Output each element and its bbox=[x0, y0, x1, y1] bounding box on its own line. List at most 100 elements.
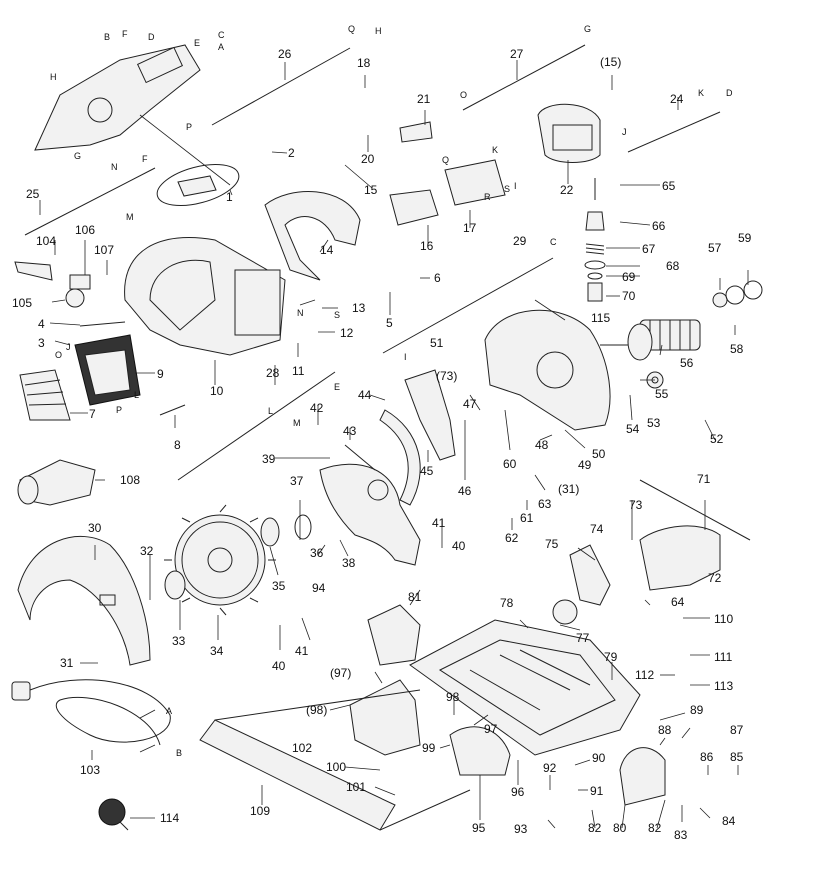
label-part-98-paren: (98) bbox=[306, 703, 327, 717]
label-part-105: 105 bbox=[12, 296, 32, 310]
label-part-89: 89 bbox=[690, 703, 704, 717]
label-part-36: 36 bbox=[310, 546, 324, 560]
letter-N-2: N bbox=[297, 308, 304, 318]
label-part-31-paren: (31) bbox=[558, 482, 579, 496]
label-part-68: 68 bbox=[666, 259, 680, 273]
label-part-14: 14 bbox=[320, 243, 334, 257]
label-part-96: 96 bbox=[511, 785, 525, 799]
letter-H-2: H bbox=[375, 26, 382, 36]
label-part-22: 22 bbox=[560, 183, 574, 197]
part-16-cap bbox=[389, 189, 439, 226]
label-part-25: 25 bbox=[26, 187, 40, 201]
part-72-handle bbox=[639, 525, 721, 591]
part-14-housing bbox=[264, 191, 361, 281]
letter-O-2: O bbox=[460, 90, 467, 100]
label-part-11: 11 bbox=[292, 364, 305, 378]
letter-P-2: P bbox=[186, 122, 192, 132]
label-part-94: 94 bbox=[312, 581, 326, 595]
part-21-plate bbox=[399, 121, 433, 143]
label-part-101: 101 bbox=[346, 780, 366, 794]
label-part-9: 9 bbox=[157, 367, 164, 381]
part-77-disc bbox=[552, 599, 578, 625]
label-part-113: 113 bbox=[714, 679, 733, 693]
label-part-48: 48 bbox=[535, 438, 549, 452]
part-35-flange bbox=[260, 517, 280, 547]
label-part-82a: 82 bbox=[588, 821, 602, 835]
part-56-armature bbox=[600, 319, 701, 361]
part-108-dust-spout bbox=[17, 459, 96, 506]
label-part-86: 86 bbox=[700, 750, 714, 764]
letter-N-1: N bbox=[111, 162, 118, 172]
label-part-6: 6 bbox=[434, 271, 441, 285]
label-part-4: 4 bbox=[38, 317, 45, 331]
label-part-47: 47 bbox=[463, 397, 477, 411]
part-67-spring bbox=[585, 243, 605, 255]
label-part-91: 91 bbox=[590, 784, 604, 798]
part-7-cover bbox=[19, 369, 71, 421]
label-part-78: 78 bbox=[500, 596, 514, 610]
letter-E-2: E bbox=[334, 382, 340, 392]
label-part-57: 57 bbox=[708, 241, 722, 255]
part-34-saw-blade bbox=[164, 504, 276, 616]
part-59-ring bbox=[743, 280, 763, 300]
label-part-74: 74 bbox=[590, 522, 604, 536]
label-part-30: 30 bbox=[88, 521, 102, 535]
letter-Q-2: Q bbox=[442, 155, 449, 165]
label-part-90: 90 bbox=[592, 751, 606, 765]
label-part-43: 43 bbox=[343, 424, 357, 438]
part-39-lower-guard bbox=[319, 463, 421, 566]
label-part-69: 69 bbox=[622, 270, 636, 284]
label-part-20: 20 bbox=[361, 152, 375, 166]
letter-K-1: K bbox=[492, 145, 498, 155]
label-part-55: 55 bbox=[655, 387, 669, 401]
label-part-95: 95 bbox=[472, 821, 486, 835]
letter-J-1: J bbox=[66, 342, 71, 352]
part-labels: 1 2 3 4 5 6 7 8 9 10 11 12 13 14 15 16 1… bbox=[12, 47, 752, 842]
part-104-sleeve bbox=[14, 261, 53, 281]
label-part-67: 67 bbox=[642, 242, 656, 256]
part-114-plug bbox=[98, 798, 129, 831]
letter-S-1: S bbox=[504, 184, 510, 194]
letter-R-1: R bbox=[484, 192, 491, 202]
leader-lines bbox=[39, 60, 749, 829]
wire-letters: A A B B C C D D E E F F G G H H I I J J … bbox=[50, 24, 733, 758]
part-22-handle bbox=[537, 103, 601, 163]
label-part-52: 52 bbox=[710, 432, 724, 446]
label-part-5: 5 bbox=[386, 316, 393, 330]
label-part-65: 65 bbox=[662, 179, 676, 193]
label-part-66: 66 bbox=[652, 219, 666, 233]
part-70-sleeve bbox=[587, 282, 603, 302]
label-part-83: 83 bbox=[674, 828, 688, 842]
label-part-100: 100 bbox=[326, 760, 346, 774]
label-part-98: 98 bbox=[446, 690, 460, 704]
label-part-103: 103 bbox=[80, 763, 100, 777]
part-33-flange bbox=[164, 570, 186, 600]
label-part-73-paren: (73) bbox=[436, 369, 457, 383]
label-part-61: 61 bbox=[520, 511, 534, 525]
part-57-bearing bbox=[712, 292, 728, 308]
letter-A-2: A bbox=[166, 706, 172, 716]
label-part-51: 51 bbox=[430, 336, 444, 350]
label-part-40b: 40 bbox=[272, 659, 286, 673]
label-part-79: 79 bbox=[604, 650, 618, 664]
letter-L-1: L bbox=[134, 390, 139, 400]
letter-B-1: B bbox=[104, 32, 110, 42]
label-part-45: 45 bbox=[420, 464, 434, 478]
label-part-54: 54 bbox=[626, 422, 640, 436]
part-68-washer bbox=[584, 260, 606, 270]
label-part-72: 72 bbox=[708, 571, 722, 585]
label-part-26: 26 bbox=[278, 47, 292, 61]
label-part-37: 37 bbox=[290, 474, 304, 488]
part-106-brush-holder bbox=[69, 274, 91, 290]
part-105-brush bbox=[65, 288, 85, 308]
letter-H-1: H bbox=[50, 72, 57, 82]
part-30-upper-guard bbox=[17, 536, 151, 666]
label-part-112: 112 bbox=[635, 668, 654, 682]
label-part-99: 99 bbox=[422, 741, 436, 755]
letter-I-2: I bbox=[514, 181, 517, 191]
label-part-106: 106 bbox=[75, 223, 95, 237]
label-part-92: 92 bbox=[543, 761, 557, 775]
label-part-75: 75 bbox=[545, 537, 559, 551]
label-part-63: 63 bbox=[538, 497, 552, 511]
label-part-97-paren: (97) bbox=[330, 666, 351, 680]
